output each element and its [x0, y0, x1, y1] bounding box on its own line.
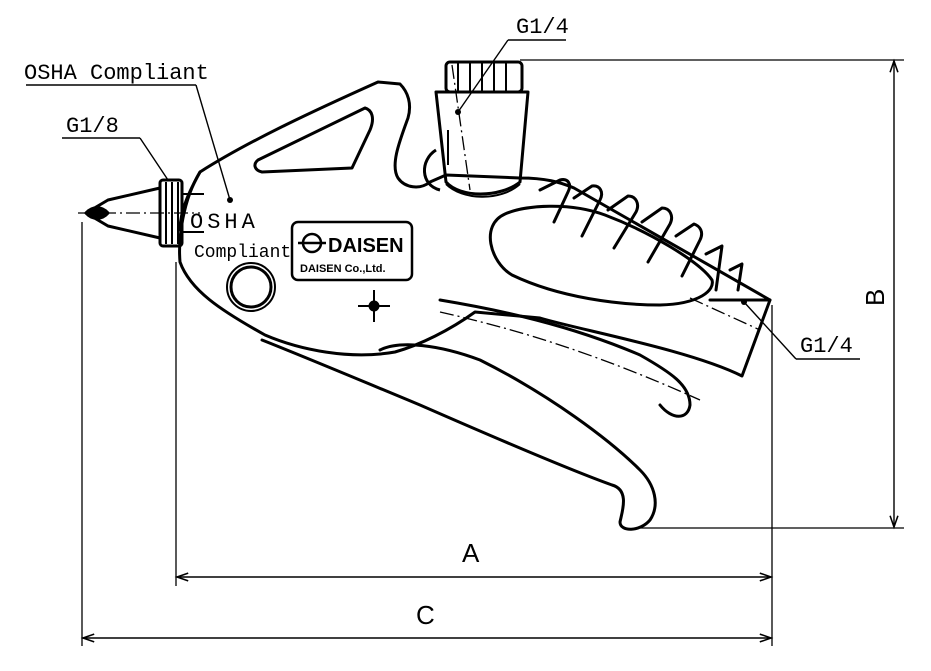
body-details	[226, 262, 390, 322]
callout-top-g14: G1/4	[516, 15, 569, 40]
gun-body	[178, 80, 772, 531]
callout-osha-compliant: OSHA Compliant	[24, 61, 209, 86]
callout-rear-g14: G1/4	[800, 334, 853, 359]
rear-port-leader-dot	[741, 299, 747, 305]
leader-lines	[26, 39, 860, 360]
logo-brand: DAISEN	[328, 235, 404, 257]
body-marking-compliant: Compliant	[194, 243, 291, 263]
dimension-b-label: B	[860, 289, 890, 306]
top-port-leader-dot	[455, 109, 461, 115]
dimension-extension-lines	[81, 59, 904, 646]
logo-company: DAISEN Co.,Ltd.	[300, 263, 386, 275]
nozzle	[84, 178, 204, 248]
centerlines	[78, 64, 761, 401]
dimension-c-label: C	[416, 600, 435, 630]
callout-g18: G1/8	[66, 114, 119, 139]
dimension-a-label: A	[462, 538, 480, 568]
top-fitting	[423, 60, 530, 198]
logo-plate: DAISEN DAISEN Co.,Ltd.	[290, 220, 414, 282]
logo-mark-icon	[298, 232, 326, 254]
body-marking-osha: OSHA	[190, 210, 259, 235]
dimension-lines	[80, 58, 899, 643]
osha-leader-dot	[227, 197, 233, 203]
